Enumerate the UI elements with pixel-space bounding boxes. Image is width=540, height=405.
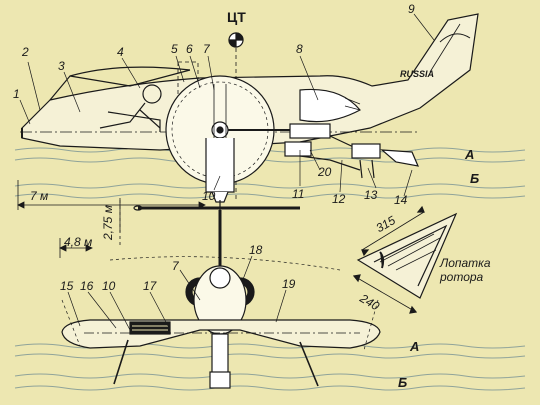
level-b-top: Б — [470, 171, 480, 186]
callout-13: 13 — [364, 188, 378, 202]
callout-16: 16 — [80, 279, 94, 293]
rotor-side-view — [165, 75, 275, 203]
cg-label: ЦТ — [227, 9, 246, 25]
callout-9: 9 — [408, 2, 415, 16]
water-surface-bottom — [14, 343, 526, 391]
callout-6: 6 — [186, 42, 193, 56]
level-b-bottom: Б — [398, 375, 408, 390]
callout-7-front: 7 — [172, 259, 179, 273]
dimension-lines — [17, 180, 206, 258]
callout-14: 14 — [394, 193, 408, 207]
dim-4-8m: 4,8 м — [64, 235, 93, 249]
callout-4: 4 — [117, 45, 124, 59]
callout-11: 11 — [292, 187, 305, 201]
callout-10-front: 10 — [102, 279, 116, 293]
tail-marking: RUSSIA — [400, 69, 435, 79]
rotor-blade-label: Лопатка ротора — [440, 256, 491, 284]
callout-12: 12 — [332, 192, 346, 206]
callout-17: 17 — [143, 279, 157, 293]
callout-8: 8 — [296, 42, 303, 56]
level-a-bottom: А — [410, 339, 420, 354]
callout-10-side: 10 — [202, 189, 216, 203]
rotor-blade-label-line2: ротора — [440, 270, 484, 284]
hydrofoil-side — [133, 200, 300, 211]
front-view-aircraft — [61, 210, 381, 389]
callout-15: 15 — [60, 279, 74, 293]
callout-leaders — [19, 13, 435, 331]
callout-1: 1 — [13, 87, 20, 101]
level-a-top: А — [465, 147, 475, 162]
dim-7m: 7 м — [30, 189, 49, 203]
callout-18: 18 — [249, 243, 263, 257]
water-surface-top — [14, 147, 526, 199]
rotor-blade-detail — [352, 205, 458, 314]
callout-2: 2 — [22, 45, 29, 59]
callout-19: 19 — [282, 277, 296, 291]
callout-7-side: 7 — [203, 42, 210, 56]
rotor-blade-label-line1: Лопатка — [440, 256, 491, 270]
dim-2-75m: 2,75 м — [101, 205, 115, 240]
callout-3: 3 — [58, 59, 65, 73]
callout-5: 5 — [171, 42, 178, 56]
drive-shaft — [228, 123, 419, 179]
callout-20: 20 — [318, 165, 332, 179]
